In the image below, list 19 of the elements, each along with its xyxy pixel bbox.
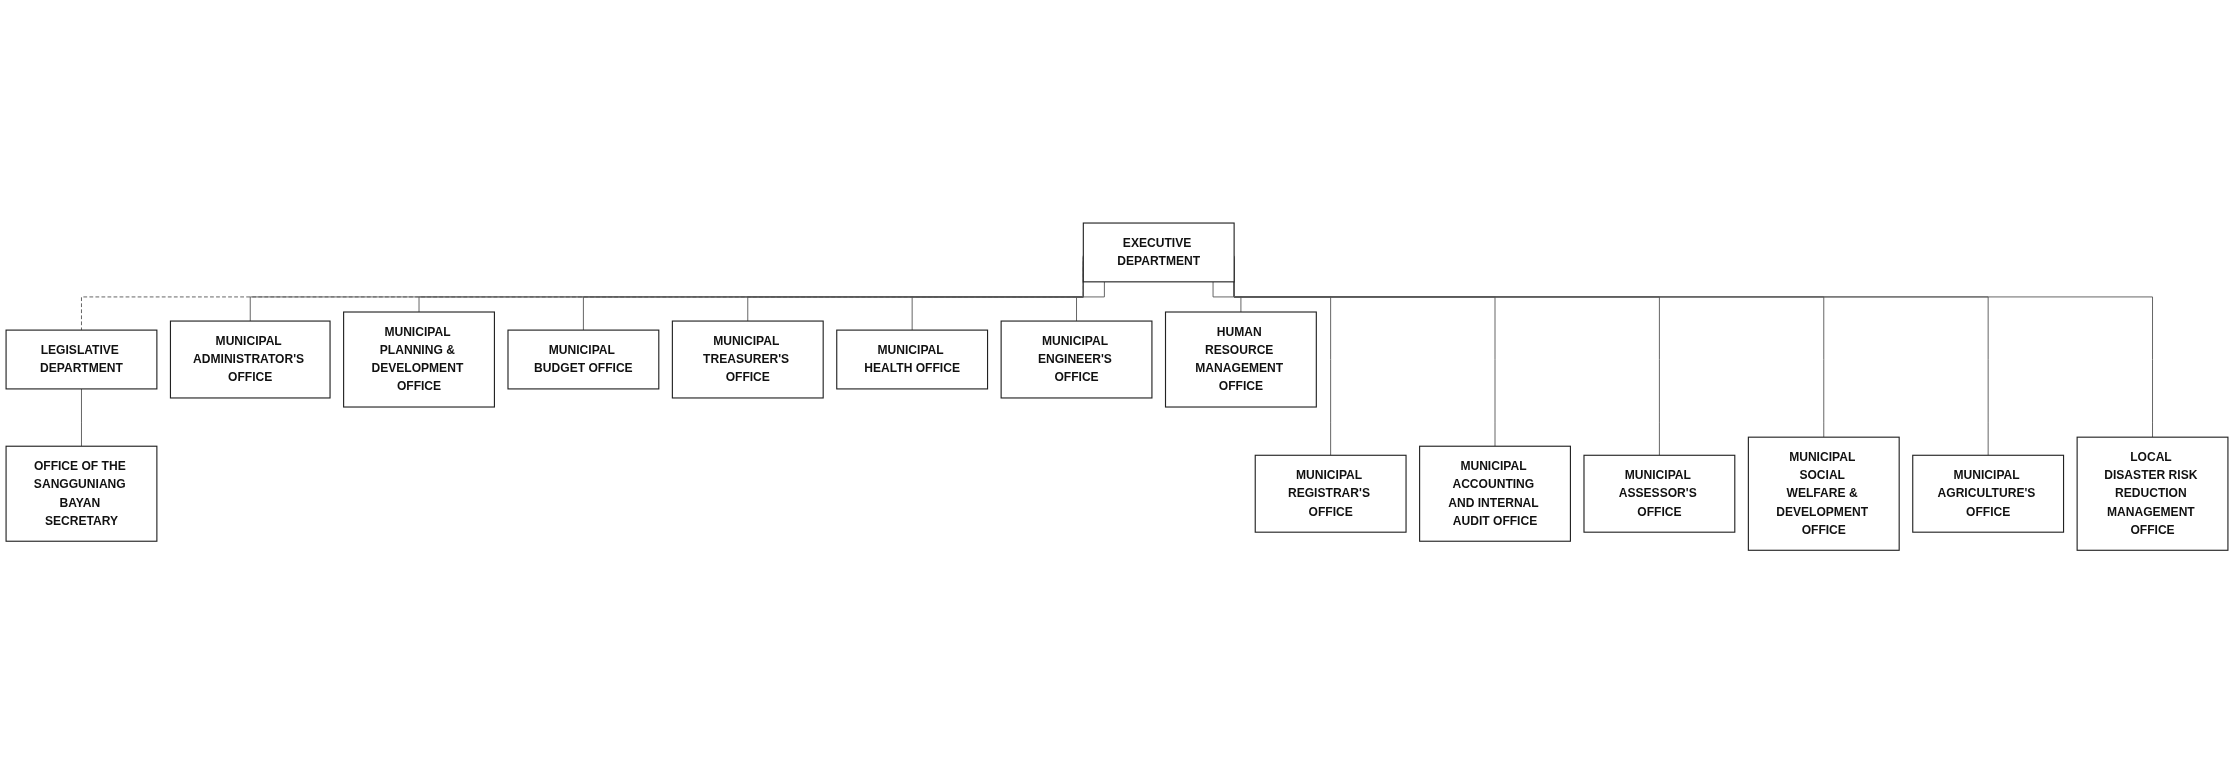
node-box: MUNICIPAL TREASURER'S OFFICE bbox=[671, 320, 824, 399]
node-box: LEGISLATIVE DEPARTMENT bbox=[5, 329, 158, 390]
connector bbox=[81, 388, 82, 447]
node-box: MUNICIPAL ACCOUNTING AND INTERNAL AUDIT OFFICE bbox=[1419, 445, 1571, 542]
node-box: EXECUTIVE DEPARTMENT bbox=[1082, 222, 1235, 283]
connector bbox=[1076, 281, 1105, 322]
node-box: OFFICE OF THE SANGGUNIANG BAYAN SECRETARY bbox=[5, 445, 158, 542]
node-box: HUMAN RESOURCE MANAGEMENT OFFICE bbox=[1164, 311, 1317, 408]
node-box: MUNICIPAL AGRICULTURE'S OFFICE bbox=[1912, 454, 2065, 533]
node-box: MUNICIPAL ENGINEER'S OFFICE bbox=[1000, 320, 1153, 399]
node-box: MUNICIPAL ASSESSOR'S OFFICE bbox=[1583, 454, 1736, 533]
node-box: MUNICIPAL REGISTRAR'S OFFICE bbox=[1254, 454, 1407, 533]
node-box: MUNICIPAL HEALTH OFFICE bbox=[836, 329, 989, 390]
node-box: MUNICIPAL BUDGET OFFICE bbox=[507, 329, 660, 390]
node-box: MUNICIPAL PLANNING & DEVELOPMENT OFFICE bbox=[343, 311, 495, 408]
node-box: LOCAL DISASTER RISK REDUCTION MANAGEMENT OFFICE bbox=[2076, 436, 2229, 551]
node-box: MUNICIPAL ADMINISTRATOR'S OFFICE bbox=[169, 320, 331, 399]
node-box: MUNICIPAL SOCIAL WELFARE & DEVELOPMENT OFFICE bbox=[1747, 436, 1900, 551]
connector bbox=[1212, 281, 1242, 313]
